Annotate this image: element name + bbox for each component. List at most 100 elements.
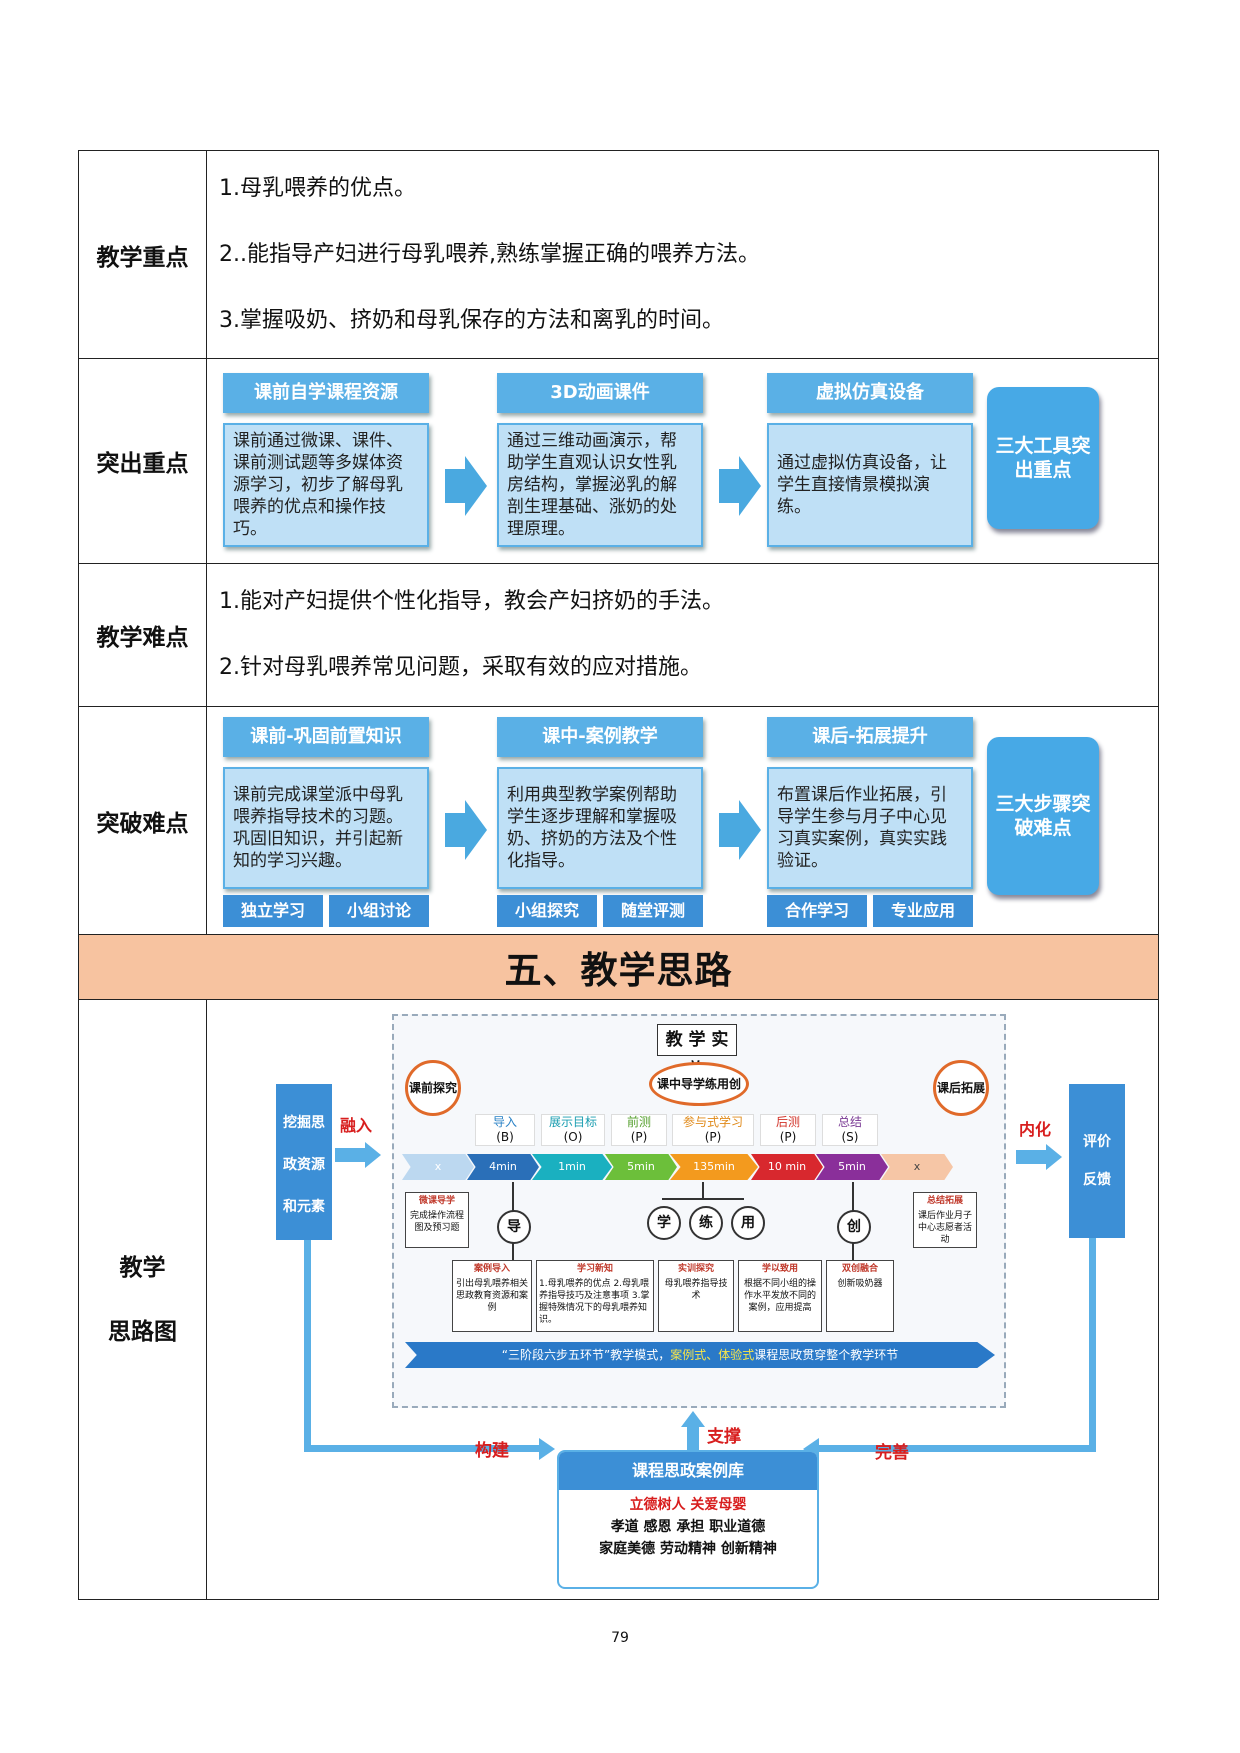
phase-code: (B)	[496, 1130, 514, 1144]
case-library-line: 家庭美德 劳动精神 创新精神	[599, 1541, 777, 1557]
banner-part-b: 案例式、体验式	[670, 1348, 755, 1362]
flow-arrow-icon	[719, 812, 741, 847]
circle-xue: 学	[647, 1206, 681, 1240]
lower-box-text: 母乳喂养指导技术	[664, 1279, 728, 1301]
flow-body: 布置课后作业拓展，引导学生参与月子中心见习真实案例，真实实践验证。	[767, 766, 973, 889]
row-label-difficulties: 教学难点	[78, 563, 207, 707]
flow-tag: 小组讨论	[329, 894, 429, 927]
page-number: 79	[611, 1630, 629, 1646]
phase-label: 参与式学习(P)	[672, 1114, 754, 1146]
time-step: x	[881, 1154, 953, 1180]
during-ring: 课中导学练用创	[649, 1062, 749, 1106]
phase-label: 后测(P)	[760, 1114, 816, 1146]
connector	[512, 1242, 514, 1262]
right-bar-line: 反馈	[1083, 1172, 1111, 1188]
difficulty-1: 1.能对产妇提供个性化指导，教会产妇挤奶的手法。	[219, 589, 724, 614]
lower-box-text: 1.母乳喂养的优点 2.母乳喂养指导技巧及注意事项 3.掌握特殊情况下的母乳喂养…	[539, 1279, 650, 1325]
section-title: 五、教学思路	[78, 934, 1159, 1000]
pre-class-box: 微课导学完成操作流程图及预习题	[405, 1192, 469, 1248]
flow-arrow-icon	[445, 469, 467, 503]
flow-header: 课前-巩固前置知识	[223, 716, 429, 757]
banner-part-a: “三阶段六步五环节”教学模式，	[501, 1348, 671, 1362]
loop-line	[817, 1445, 1096, 1452]
time-step: 4min	[467, 1154, 539, 1180]
flow-arrow-icon	[719, 469, 741, 503]
connector	[702, 1182, 704, 1200]
difficulties-cell: 1.能对产妇提供个性化指导，教会产妇挤奶的手法。 2.针对母乳喂养常见问题，采取…	[206, 563, 1159, 707]
model-banner: “三阶段六步五环节”教学模式，案例式、体验式课程思政贯穿整个教学环节	[405, 1342, 995, 1368]
case-library-red: 立德树人 关爱母婴	[629, 1497, 747, 1513]
left-bar-line: 挖掘思	[283, 1115, 325, 1131]
flow-body: 课前完成课堂派中母乳喂养指导技术的习题。巩固旧知识，并引起新知的学习兴趣。	[223, 766, 429, 889]
label-rongru: 融入	[340, 1116, 373, 1135]
phase-name: 导入	[492, 1115, 517, 1129]
flow-body: 课前通过微课、课件、课前测试题等多媒体资源学习，初步了解母乳喂养的优点和操作技巧…	[223, 423, 429, 547]
highlight-flow-cell: 课前自学课程资源 课前通过微课、课件、课前测试题等多媒体资源学习，初步了解母乳喂…	[206, 358, 1159, 564]
lesson-plan-table: 教学重点 1.母乳喂养的优点。 2..能指导产妇进行母乳喂养,熟练掌握正确的喂养…	[78, 150, 1159, 1600]
key-point-3: 3.掌握吸奶、挤奶和母乳保存的方法和离乳的时间。	[219, 307, 724, 333]
label-neihua: 内化	[1019, 1120, 1052, 1139]
arrow-head-icon	[681, 1411, 705, 1427]
phase-label: 前测(P)	[611, 1114, 667, 1146]
row-label-key-points: 教学重点	[78, 150, 207, 359]
time-step: 135min	[670, 1154, 758, 1180]
row-label-highlight: 突出重点	[78, 358, 207, 564]
roadmap-diagram: 挖掘思 政资源 和元素 评价 反馈 融入 内化 教 学 实 施 课前探	[207, 1002, 1158, 1597]
break-flow: 课前-巩固前置知识 课前完成课堂派中母乳喂养指导技术的习题。巩固旧知识，并引起新…	[207, 709, 1158, 933]
phase-code: (P)	[704, 1130, 722, 1144]
pre-class-text: 完成操作流程图及预习题	[409, 1211, 464, 1233]
flow-body: 通过虚拟仿真设备，让学生直接情景模拟演练。	[767, 423, 973, 547]
connector	[662, 1198, 744, 1200]
lower-box: 双创融合创新吸奶器	[826, 1260, 894, 1332]
lower-box-text: 创新吸奶器	[837, 1279, 883, 1289]
arrow-icon	[335, 1148, 367, 1162]
roadmap-label-1: 教学	[119, 1254, 166, 1281]
phase-label: 展示目标(O)	[541, 1114, 605, 1146]
flow-header: 虚拟仿真设备	[767, 373, 973, 413]
lower-box: 案例导入引出母乳喂养相关思政教育资源和案例	[452, 1260, 532, 1332]
right-bar-line: 评价	[1083, 1134, 1111, 1150]
lower-box-title: 双创融合	[841, 1264, 878, 1274]
flow-header: 课后-拓展提升	[767, 716, 973, 757]
time-step: 5min	[605, 1154, 677, 1180]
key-point-1: 1.母乳喂养的优点。	[219, 175, 416, 201]
label-zhicheng: 支撑	[707, 1427, 741, 1447]
flow-tag: 合作学习	[767, 894, 867, 927]
phase-name: 前测	[626, 1115, 651, 1129]
loop-line	[304, 1445, 544, 1452]
phase-code: (S)	[841, 1130, 859, 1144]
flow-tag: 专业应用	[873, 894, 973, 927]
lower-box-title: 学以致用	[761, 1264, 798, 1274]
phase-label: 总结(S)	[822, 1114, 878, 1146]
after-ring: 课后拓展	[933, 1060, 989, 1116]
connector	[852, 1182, 854, 1212]
post-class-title: 总结拓展	[926, 1196, 963, 1206]
flow-arrow-head-icon	[739, 799, 761, 860]
pre-class-title: 微课导学	[418, 1196, 455, 1206]
arrow-head-icon	[1046, 1144, 1062, 1170]
time-step: 1min	[532, 1154, 612, 1180]
row-label-break: 突破难点	[78, 706, 207, 935]
post-class-box: 总结拓展课后作业月子中心志愿者活动	[913, 1192, 977, 1248]
arrow-head-icon	[539, 1438, 555, 1460]
roadmap-label-2: 思路图	[108, 1318, 177, 1345]
highlight-flow: 课前自学课程资源 课前通过微课、课件、课前测试题等多媒体资源学习，初步了解母乳喂…	[207, 361, 1158, 561]
difficulty-2: 2.针对母乳喂养常见问题，采取有效的应对措施。	[219, 655, 702, 680]
flow-body: 通过三维动画演示，帮助学生直观认识女性乳房结构，掌握泌乳的解剖生理基础、涨奶的处…	[497, 423, 703, 547]
key-points-cell: 1.母乳喂养的优点。 2..能指导产妇进行母乳喂养,熟练掌握正确的喂养方法。 3…	[206, 150, 1159, 359]
flow-arrow-head-icon	[739, 456, 761, 516]
right-bar: 评价 反馈	[1069, 1084, 1125, 1238]
circle-chuang: 创	[837, 1210, 871, 1244]
left-bar-line: 和元素	[283, 1199, 325, 1215]
loop-line	[304, 1232, 311, 1452]
phase-name: 参与式学习	[682, 1115, 743, 1129]
connector	[852, 1242, 854, 1262]
support-arrow-icon	[687, 1427, 699, 1453]
flow-header: 课中-案例教学	[497, 716, 703, 757]
loop-line	[1089, 1232, 1096, 1452]
implementation-title: 教 学 实 施	[657, 1024, 737, 1080]
connector	[512, 1182, 514, 1212]
case-library-title: 课程思政案例库	[559, 1452, 817, 1490]
label-wanshan: 完善	[875, 1443, 909, 1463]
